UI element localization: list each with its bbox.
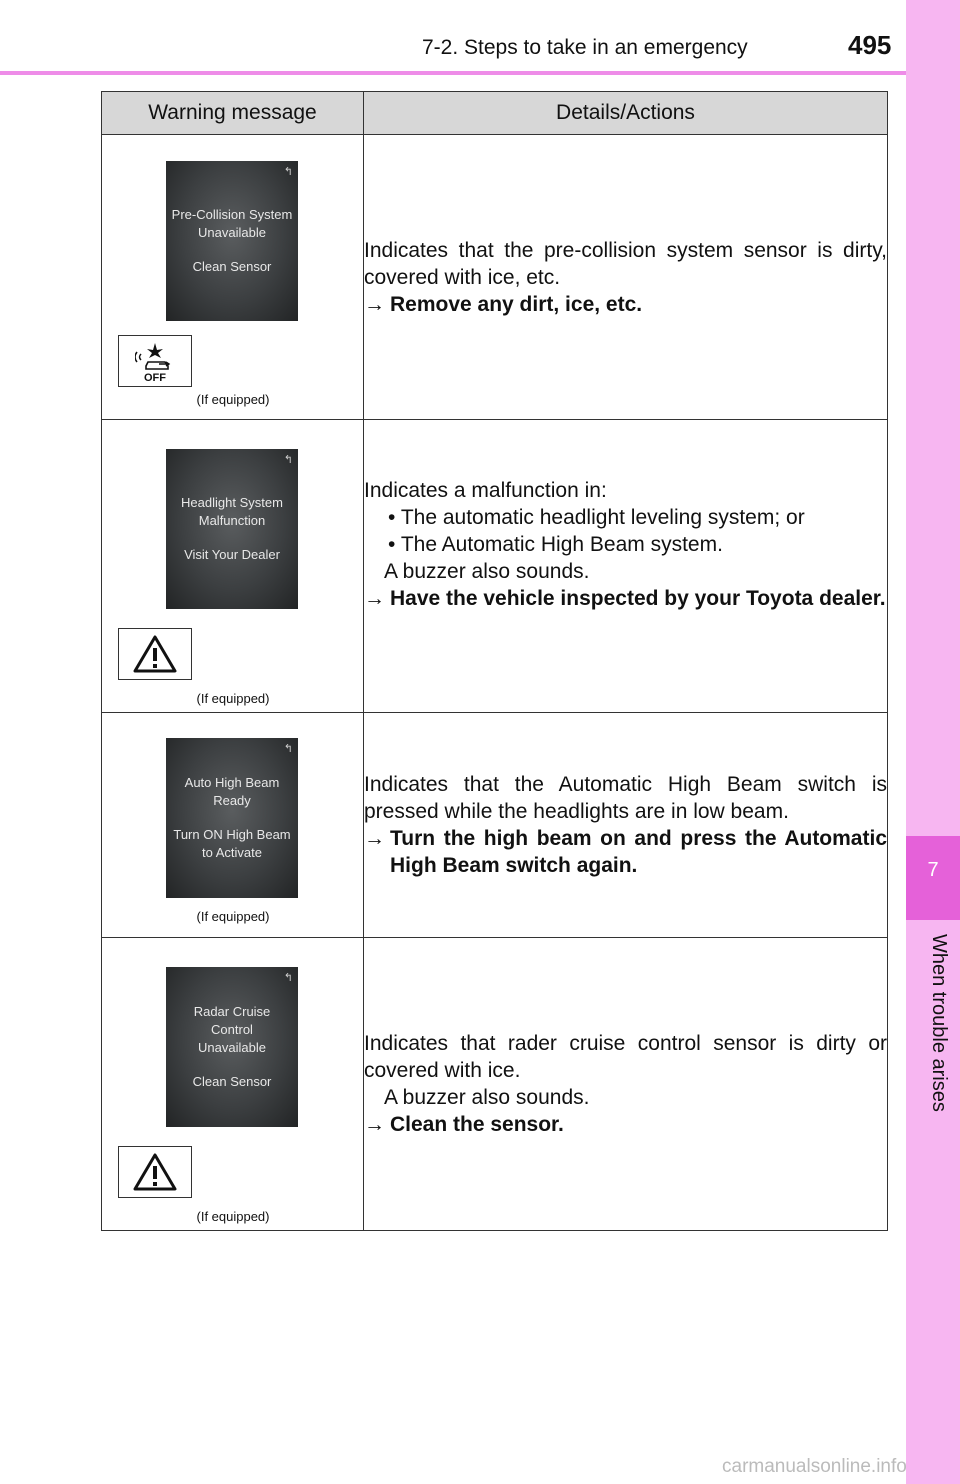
screen-line: Headlight System — [181, 495, 283, 510]
if-equipped-note: (If equipped) — [196, 691, 270, 706]
warning-triangle-icon — [118, 1146, 192, 1198]
screen-line: Clean Sensor — [192, 259, 272, 274]
detail-text: Indicates that the Automatic High Beam s… — [364, 773, 887, 823]
details-actions-cell: Indicates that the Automatic High Beam s… — [363, 712, 888, 938]
return-arrow-icon: ↰ — [283, 454, 293, 466]
warning-message-table: Warning message Details/Actions ↰ Pre-Co… — [101, 91, 888, 1231]
arrow-icon: → — [364, 586, 385, 610]
action-text: Turn the high beam on and press the Auto… — [390, 827, 887, 877]
table-row: ↰ Radar Cruise Control Unavailable Clean… — [101, 937, 888, 1231]
screen-line: Turn ON High Beam — [173, 827, 291, 842]
screen-line: Unavailable — [198, 1040, 266, 1055]
extra-note: A buzzer also sounds. — [384, 559, 590, 583]
table-row: ↰ Headlight System Malfunction Visit You… — [101, 419, 888, 713]
display-screen-headlight: ↰ Headlight System Malfunction Visit You… — [166, 449, 298, 609]
action-text: Have the vehicle inspected by your Toyot… — [390, 586, 886, 610]
chapter-side-tab — [906, 0, 960, 1484]
screen-line: Radar Cruise — [193, 1004, 271, 1019]
chapter-title: When trouble arises — [928, 934, 950, 1112]
table-row: ↰ Auto High Beam Ready Turn ON High Beam… — [101, 712, 888, 938]
table-row: ↰ Pre-Collision System Unavailable Clean… — [101, 134, 888, 420]
screen-line: Unavailable — [198, 225, 266, 240]
return-arrow-icon: ↰ — [283, 166, 293, 178]
pcs-off-icon: OFF — [118, 335, 192, 387]
action-item: → Have the vehicle inspected by your Toy… — [364, 585, 887, 612]
screen-line: Visit Your Dealer — [184, 547, 280, 562]
detail-text: Indicates that the pre-collision system … — [364, 238, 887, 289]
details-actions-cell: Indicates that rader cruise control sens… — [363, 937, 888, 1231]
extra-note: A buzzer also sounds. — [384, 1086, 590, 1109]
table-header-row: Warning message Details/Actions — [101, 91, 888, 135]
warning-message-cell: ↰ Headlight System Malfunction Visit You… — [101, 419, 364, 713]
action-text: Remove any dirt, ice, etc. — [390, 292, 643, 316]
screen-line: Control — [211, 1022, 253, 1037]
action-item: → Turn the high beam on and press the Au… — [364, 825, 887, 879]
display-screen-radar-cruise: ↰ Radar Cruise Control Unavailable Clean… — [166, 967, 298, 1127]
details-actions-cell: Indicates that the pre-collision system … — [363, 134, 888, 420]
arrow-icon: → — [364, 1113, 385, 1136]
detail-text: Indicates a malfunction in: — [364, 478, 607, 502]
action-text: Clean the sensor. — [390, 1113, 564, 1136]
section-title: 7-2. Steps to take in an emergency — [422, 36, 748, 59]
if-equipped-note: (If equipped) — [196, 392, 270, 407]
detail-text: Indicates that rader cruise control sens… — [364, 1032, 887, 1082]
warning-triangle-icon — [118, 628, 192, 680]
action-item: → Clean the sensor. — [364, 1111, 887, 1138]
watermark-text: carmanualsonline.info — [722, 1456, 907, 1477]
bullet-item: • The automatic headlight leveling syste… — [388, 505, 805, 529]
screen-line: Clean Sensor — [192, 1074, 272, 1089]
column-header-warning-message: Warning message — [101, 91, 364, 135]
screen-line: Auto High Beam — [184, 775, 280, 790]
chapter-number-badge: 7 — [906, 836, 960, 920]
screen-line: Pre-Collision System — [171, 207, 293, 222]
warning-message-cell: ↰ Radar Cruise Control Unavailable Clean… — [101, 937, 364, 1231]
bullet-item: • The Automatic High Beam system. — [388, 532, 723, 556]
display-screen-auto-high-beam: ↰ Auto High Beam Ready Turn ON High Beam… — [166, 738, 298, 898]
warning-message-cell: ↰ Pre-Collision System Unavailable Clean… — [101, 134, 364, 420]
if-equipped-note: (If equipped) — [196, 1209, 270, 1224]
if-equipped-note: (If equipped) — [196, 909, 270, 924]
return-arrow-icon: ↰ — [283, 972, 293, 984]
details-actions-cell: Indicates a malfunction in: • The automa… — [363, 419, 888, 713]
screen-line: Ready — [213, 793, 251, 808]
return-arrow-icon: ↰ — [283, 743, 293, 755]
warning-message-cell: ↰ Auto High Beam Ready Turn ON High Beam… — [101, 712, 364, 938]
svg-text:OFF: OFF — [144, 372, 166, 382]
screen-line: Malfunction — [198, 513, 266, 528]
screen-line: to Activate — [202, 845, 262, 860]
arrow-icon: → — [364, 827, 385, 850]
page-number: 495 — [848, 30, 892, 60]
header-divider — [0, 71, 906, 75]
display-screen-pre-collision: ↰ Pre-Collision System Unavailable Clean… — [166, 161, 298, 321]
action-item: → Remove any dirt, ice, etc. — [364, 291, 887, 318]
arrow-icon: → — [364, 292, 385, 316]
column-header-details-actions: Details/Actions — [363, 91, 888, 135]
